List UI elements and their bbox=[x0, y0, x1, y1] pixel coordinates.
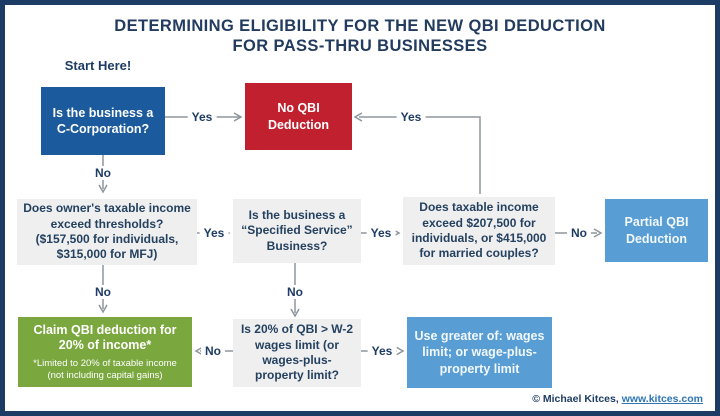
node-wages-limit-question: Is 20% of QBI > W-2 wages limit (or wage… bbox=[233, 319, 361, 387]
node-use-greater-limit: Use greater of: wages limit; or wage-plu… bbox=[407, 317, 552, 388]
node-c-corporation-question: Is the business a C-Corporation? bbox=[41, 87, 165, 155]
node-upper-threshold-question: Does taxable income exceed $207,500 for … bbox=[403, 197, 555, 265]
edge-label-ccorp-yes: Yes bbox=[187, 110, 217, 124]
node-use-greater-text: Use greater of: wages limit; or wage-plu… bbox=[414, 329, 545, 376]
edge-label-wages-limit-no: No bbox=[201, 344, 225, 358]
node-claim-qbi-footnote: *Limited to 20% of taxable income (not i… bbox=[33, 357, 177, 381]
edge-label-thresholds-no: No bbox=[91, 285, 115, 299]
edge-label-wages-limit-yes: Yes bbox=[367, 344, 397, 358]
node-claim-qbi-text: Claim QBI deduction for 20% of income* bbox=[33, 322, 177, 353]
node-income-thresholds-question: Does owner's taxable income exceed thres… bbox=[17, 199, 197, 265]
page-title-line1: DETERMINING ELIGIBILITY FOR THE NEW QBI … bbox=[114, 17, 606, 35]
node-income-thresholds-text: Does owner's taxable income exceed thres… bbox=[23, 201, 191, 262]
edge-label-thresholds-yes: Yes bbox=[199, 226, 229, 240]
node-specified-service-question: Is the business a “Specified Service” Bu… bbox=[233, 199, 361, 263]
kitces-link[interactable]: www.kitces.com bbox=[621, 393, 703, 405]
node-c-corporation-text: Is the business a C-Corporation? bbox=[52, 105, 154, 136]
node-wages-limit-text: Is 20% of QBI > W-2 wages limit (or wage… bbox=[240, 322, 354, 383]
edge-label-specified-service-no: No bbox=[283, 285, 307, 299]
edge-label-upper-threshold-yes: Yes bbox=[396, 110, 426, 124]
node-upper-threshold-text: Does taxable income exceed $207,500 for … bbox=[411, 200, 547, 261]
page-title-line2: FOR PASS-THRU BUSINESSES bbox=[232, 37, 488, 56]
page-title: DETERMINING ELIGIBILITY FOR THE NEW QBI … bbox=[5, 16, 715, 56]
node-no-qbi-deduction: No QBI Deduction bbox=[245, 83, 352, 150]
start-here-label: Start Here! bbox=[64, 58, 132, 73]
node-partial-qbi-text: Partial QBI Deduction bbox=[624, 215, 689, 246]
node-partial-qbi-deduction: Partial QBI Deduction bbox=[605, 199, 708, 262]
footer-credit: © Michael Kitces, www.kitces.com bbox=[532, 393, 703, 405]
edge-label-upper-threshold-no: No bbox=[567, 226, 591, 240]
node-no-qbi-text: No QBI Deduction bbox=[267, 101, 330, 132]
edge-label-ccorp-no: No bbox=[91, 166, 115, 180]
edge-label-specified-service-yes: Yes bbox=[366, 226, 396, 240]
node-claim-qbi-deduction: Claim QBI deduction for 20% of income* *… bbox=[18, 317, 192, 387]
copyright-text: © Michael Kitces, bbox=[532, 393, 619, 405]
node-specified-service-text: Is the business a “Specified Service” Bu… bbox=[241, 207, 353, 253]
